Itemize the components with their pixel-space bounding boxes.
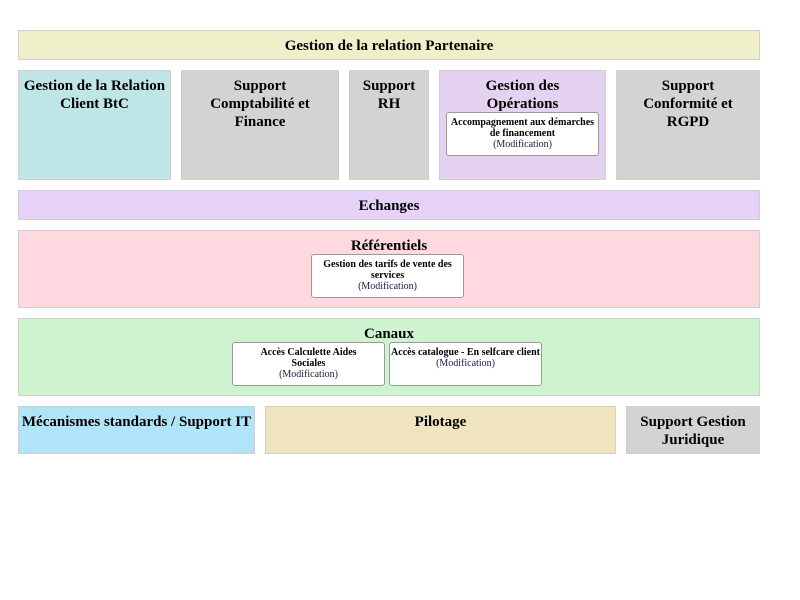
app-card-label: Accès catalogue - En selfcare client bbox=[391, 347, 540, 358]
app-card-status: (Modification) bbox=[436, 358, 495, 369]
block-title: Support RH bbox=[362, 78, 416, 112]
app-card[interactable]: Gestion des tarifs de vente des services… bbox=[311, 254, 464, 298]
block-partenaire: Gestion de la relation Partenaire bbox=[18, 30, 760, 60]
block-title: Gestion des Opérations bbox=[485, 78, 560, 112]
block-support-juridique: Support Gestion Juridique bbox=[626, 406, 760, 454]
app-card[interactable]: Accompagnement aux démarches de financem… bbox=[446, 112, 599, 156]
block-support-compta: Support Comptabilité et Finance bbox=[181, 70, 339, 180]
block-mecanismes-standards: Mécanismes standards / Support IT bbox=[18, 406, 255, 454]
app-card[interactable]: Accès Calculette Aides Sociales(Modifica… bbox=[232, 342, 385, 386]
app-card-status: (Modification) bbox=[358, 281, 417, 292]
block-echanges: Echanges bbox=[18, 190, 760, 220]
block-title: Support Comptabilité et Finance bbox=[210, 78, 310, 130]
block-title: Echanges bbox=[358, 198, 420, 214]
app-card-status: (Modification) bbox=[493, 139, 552, 150]
block-title: Support Conformité et RGPD bbox=[643, 78, 733, 130]
block-support-rh: Support RH bbox=[349, 70, 429, 180]
block-support-conformite: Support Conformité et RGPD bbox=[616, 70, 760, 180]
block-title: Support Gestion Juridique bbox=[640, 414, 746, 448]
block-title: Gestion de la relation Partenaire bbox=[284, 38, 494, 54]
block-pilotage: Pilotage bbox=[265, 406, 616, 454]
block-relation-client-btc: Gestion de la Relation Client BtC bbox=[18, 70, 171, 180]
app-card-label: Accompagnement aux démarches de financem… bbox=[450, 117, 595, 139]
app-card-label: Gestion des tarifs de vente des services bbox=[323, 259, 452, 281]
block-title: Gestion de la Relation Client BtC bbox=[23, 78, 166, 112]
block-title: Référentiels bbox=[350, 238, 428, 254]
block-title: Pilotage bbox=[414, 414, 467, 430]
block-title: Canaux bbox=[363, 326, 415, 342]
block-title: Mécanismes standards / Support IT bbox=[21, 414, 252, 430]
app-card-label: Accès Calculette Aides Sociales bbox=[260, 347, 357, 369]
app-card[interactable]: Accès catalogue - En selfcare client(Mod… bbox=[389, 342, 542, 386]
app-card-status: (Modification) bbox=[279, 369, 338, 380]
